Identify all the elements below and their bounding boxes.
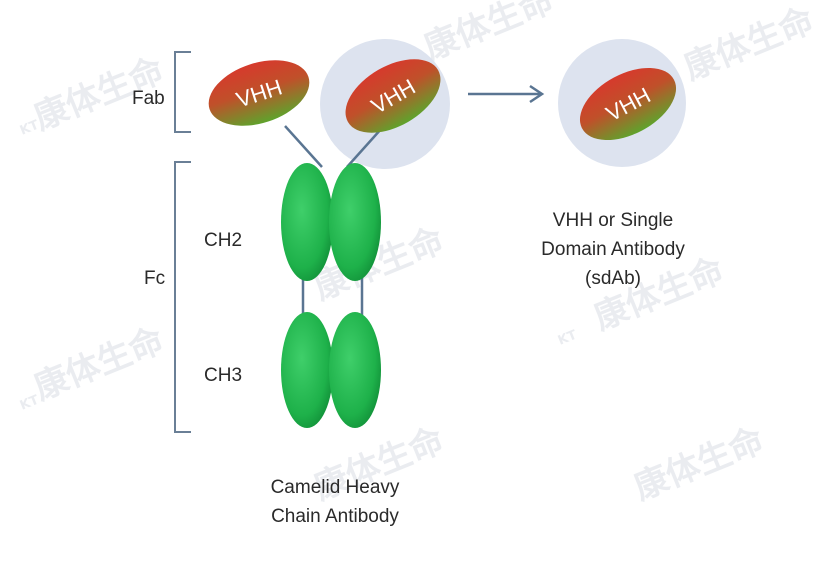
sdab-caption-line1: VHH or Single (553, 210, 673, 231)
arrow-icon (468, 84, 545, 104)
watermark-sub: KT (556, 328, 579, 349)
left-hinge-linker (284, 125, 323, 168)
antibody-caption: Camelid Heavy Chain Antibody (271, 477, 400, 527)
single-vhh-domain: VHH (579, 67, 677, 141)
watermark-sub: KT (18, 118, 41, 139)
ch3-label: CH3 (204, 365, 242, 386)
ch2-label: CH2 (204, 230, 242, 251)
watermark-sub: KT (18, 393, 41, 414)
fc-label: Fc (144, 268, 165, 289)
sdab-caption-line2: Domain Antibody (541, 239, 685, 260)
right-hinge-linker (346, 127, 383, 168)
watermark-text: 康体生命 (28, 320, 169, 408)
ch2-right-domain (329, 163, 381, 281)
antibody-caption-line1: Camelid Heavy (271, 477, 400, 498)
watermark-text: 康体生命 (678, 0, 816, 88)
ch3-right-domain (329, 312, 381, 428)
fab-bracket (174, 51, 191, 133)
sdab-caption: VHH or Single Domain Antibody (sdAb) (541, 210, 685, 289)
antibody-caption-line2: Chain Antibody (271, 506, 399, 527)
right-vhh-domain: VHH (345, 59, 441, 133)
watermark-text: 康体生命 (588, 250, 729, 338)
left-vhh-domain: VHH (208, 60, 310, 126)
watermark-text: 康体生命 (628, 420, 769, 508)
fc-bracket (174, 161, 191, 433)
ch2-left-domain (281, 163, 333, 281)
ch3-left-domain (281, 312, 333, 428)
sdab-caption-line3: (sdAb) (585, 268, 641, 289)
watermark-text: 康体生命 (418, 0, 559, 68)
fab-label: Fab (132, 88, 165, 109)
